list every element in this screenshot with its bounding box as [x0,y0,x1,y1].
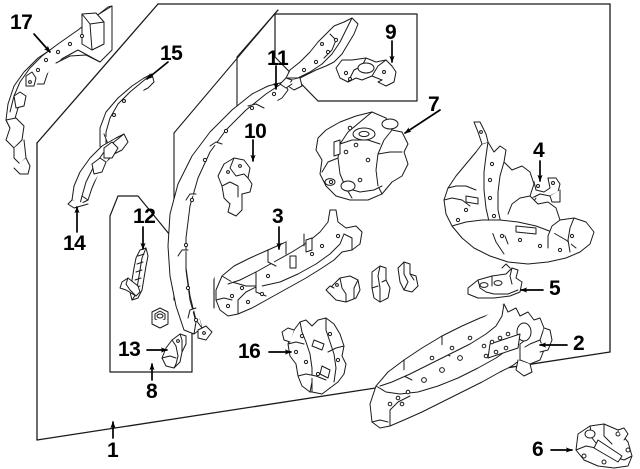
part-right-apron-assembly [443,121,595,265]
callout-label-15[interactable]: 15 [160,42,183,65]
part-5-rail-end-closure [467,263,523,299]
callout-label-11[interactable]: 11 [267,47,289,70]
callout-arrows [33,33,573,453]
part-detail-bracket-c [397,261,419,293]
assembly-boundary-frame [36,3,611,441]
callout-label-16[interactable]: 16 [238,340,261,363]
part-7-engine-mount-bracket [315,111,409,201]
part-detail-bracket-b [371,265,391,303]
part-16-shock-tower-gusset [281,317,347,395]
part-12-pin-fastener [119,277,141,297]
callout-label-5[interactable]: 5 [549,277,561,300]
part-hex-nut-fastener [151,307,169,329]
callout-label-9[interactable]: 9 [385,21,397,44]
part-10-hinge-pillar-bracket [217,157,253,217]
part-9-cowl-side-reinforcement [335,57,397,87]
callout-label-3[interactable]: 3 [272,205,284,228]
part-14-lower-rail-bracket [67,133,129,209]
arrow-17 [33,33,51,53]
callout-label-14[interactable]: 14 [63,232,86,255]
callout-label-13[interactable]: 13 [118,338,141,361]
part-13-small-mounting-bracket [161,333,187,369]
callout-label-2[interactable]: 2 [573,332,585,355]
callout-label-6[interactable]: 6 [532,438,544,461]
part-2-front-side-member [369,303,553,429]
callout-label-7[interactable]: 7 [428,93,440,116]
arrow-7 [404,109,441,134]
callout-label-8[interactable]: 8 [146,380,158,403]
callout-label-17[interactable]: 17 [10,11,33,34]
callout-label-12[interactable]: 12 [133,205,156,228]
part-detail-bracket-a [325,275,361,303]
callout-label-10[interactable]: 10 [244,120,267,143]
callout-label-4[interactable]: 4 [533,139,545,162]
arrow-15 [146,61,169,80]
part-9-adjoining-cowl-panel [279,17,359,91]
callout-label-1[interactable]: 1 [107,439,119,462]
part-6-triangular-mount-plate [575,423,633,469]
